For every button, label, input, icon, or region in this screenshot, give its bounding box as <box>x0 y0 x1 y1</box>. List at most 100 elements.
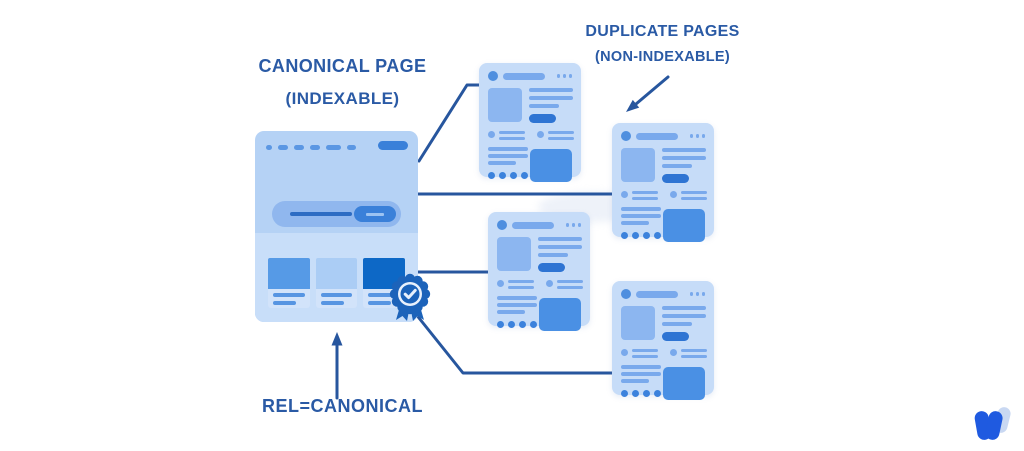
down-left-arrow-icon <box>626 99 640 112</box>
feature-text <box>557 280 583 289</box>
menu-dots-icon <box>565 223 581 227</box>
page-header-placeholder <box>488 71 572 81</box>
duplicate-page-1 <box>479 63 581 182</box>
image-placeholder <box>530 149 572 182</box>
bullet-dot <box>497 280 504 287</box>
text-line <box>529 88 573 92</box>
title-bar-placeholder <box>636 290 678 298</box>
text-line <box>538 253 568 257</box>
bullet-dot <box>546 280 553 287</box>
duplicate-page-4 <box>612 281 714 400</box>
menu-dots-icon <box>689 292 705 296</box>
footer-block <box>497 296 581 331</box>
card-text-line <box>320 301 344 305</box>
hero-block <box>621 148 706 183</box>
nav-dash <box>266 145 272 150</box>
text-line <box>497 310 525 314</box>
footer-block <box>621 207 705 242</box>
bullet-dot <box>621 191 628 198</box>
feature-item <box>621 349 658 358</box>
footer-text <box>621 365 661 400</box>
feature-text <box>499 131 525 140</box>
duplicate-page-mockup <box>612 123 714 242</box>
search-bar-placeholder <box>272 201 401 227</box>
text-line <box>529 96 573 100</box>
avatar-dot <box>621 131 631 141</box>
text-line <box>662 322 692 326</box>
text-line <box>662 148 706 152</box>
duplicates-label-line2: (NON-INDEXABLE) <box>595 49 730 66</box>
content-card <box>268 258 310 308</box>
feature-item <box>670 349 707 358</box>
search-button-placeholder <box>354 206 396 222</box>
image-placeholder <box>497 237 531 271</box>
feature-item <box>546 280 583 289</box>
canonical-label-line2: (INDEXABLE) <box>285 88 400 108</box>
feature-item <box>488 131 525 140</box>
up-arrow-icon <box>331 332 343 346</box>
title-bar-placeholder <box>512 221 554 229</box>
text-line <box>488 154 528 158</box>
text-line <box>621 379 649 383</box>
content-card <box>315 258 358 308</box>
page-header-placeholder <box>621 289 705 299</box>
text-line <box>621 214 661 218</box>
duplicates-label-line1: DUPLICATE PAGES <box>585 23 740 40</box>
menu-dots-icon <box>689 134 705 138</box>
text-block <box>662 148 706 183</box>
bullet-dot <box>488 131 495 138</box>
footer-block <box>621 365 705 400</box>
text-block <box>529 88 573 123</box>
feature-text <box>681 191 707 200</box>
text-block <box>538 237 582 272</box>
duplicate-page-mockup <box>612 281 714 400</box>
card-text-line <box>320 293 353 297</box>
image-placeholder <box>663 367 705 400</box>
feature-text <box>632 191 658 200</box>
image-placeholder <box>488 88 522 122</box>
text-line <box>621 221 649 225</box>
feature-item <box>621 191 658 200</box>
feature-row <box>621 349 707 358</box>
search-text-line <box>290 212 352 216</box>
text-line <box>538 237 582 241</box>
brand-logo-w <box>974 407 1011 440</box>
nav-button-placeholder <box>378 141 408 150</box>
text-line <box>488 147 528 151</box>
feature-row <box>488 131 574 140</box>
card-text-line <box>273 293 305 297</box>
button-placeholder <box>662 332 689 341</box>
card-image-placeholder <box>315 258 358 289</box>
feature-row <box>497 280 583 289</box>
rel-canonical-label: REL=CANONICAL <box>261 396 423 416</box>
image-placeholder <box>621 148 655 182</box>
feature-row <box>621 191 707 200</box>
footer-text <box>488 147 528 182</box>
text-line <box>621 365 661 369</box>
nav-dash <box>278 145 288 150</box>
bullet-dot <box>670 191 677 198</box>
feature-text <box>632 349 658 358</box>
bullet-dot <box>537 131 544 138</box>
page-header-placeholder <box>497 220 581 230</box>
canonical-page-label: CANONICAL PAGE (INDEXABLE) <box>230 56 455 109</box>
card-row <box>268 258 406 308</box>
text-line <box>529 104 559 108</box>
nav-dash <box>326 145 341 150</box>
avatar-dot <box>497 220 507 230</box>
image-placeholder <box>663 209 705 242</box>
feature-text <box>681 349 707 358</box>
nav-dash <box>294 145 304 150</box>
hero-block <box>621 306 706 341</box>
duplicate-page-mockup <box>479 63 581 182</box>
button-placeholder <box>529 114 556 123</box>
social-dots <box>621 390 661 397</box>
title-bar-placeholder <box>503 72 545 80</box>
text-block <box>662 306 706 341</box>
card-text-line <box>368 293 401 297</box>
footer-block <box>488 147 572 182</box>
footer-text <box>497 296 537 331</box>
page-header-placeholder <box>621 131 705 141</box>
feature-item <box>670 191 707 200</box>
